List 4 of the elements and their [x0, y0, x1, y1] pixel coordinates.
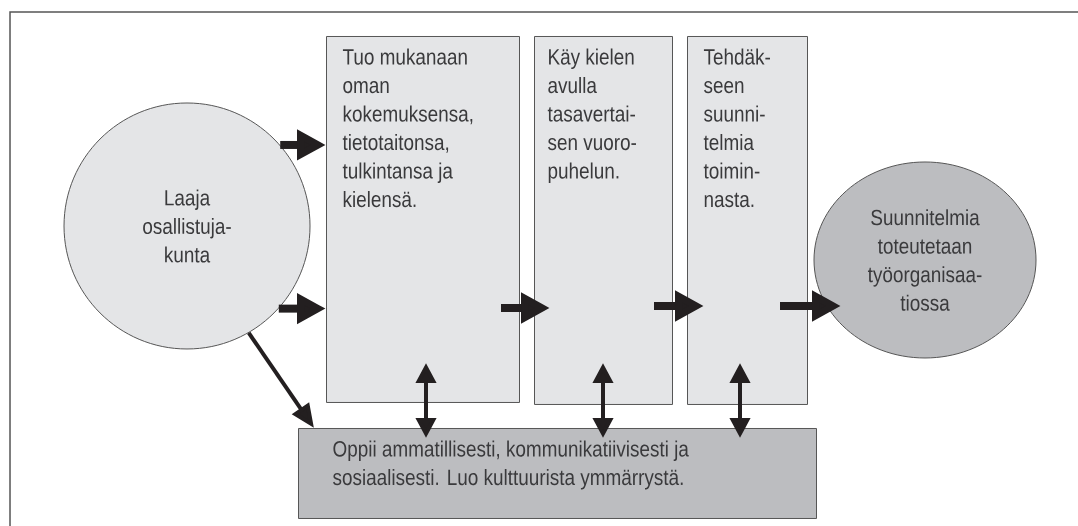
- process-box: Käy kielen avulla tasavertai- sen vuoro- puhelun.: [534, 36, 673, 405]
- outcome-box: Oppii ammatillisesti, kommunikatiivisesti ja sosiaalisesti. Luo kulttuurista ymmärrystä.: [298, 428, 817, 519]
- process-box: Tuo mukanaan oman kokemuksensa, tietotaitonsa, tulkintansa ja kielensä.: [326, 36, 520, 403]
- process-box: Tehdäk- seen suunni- telmia toimin- nasta.: [687, 36, 808, 405]
